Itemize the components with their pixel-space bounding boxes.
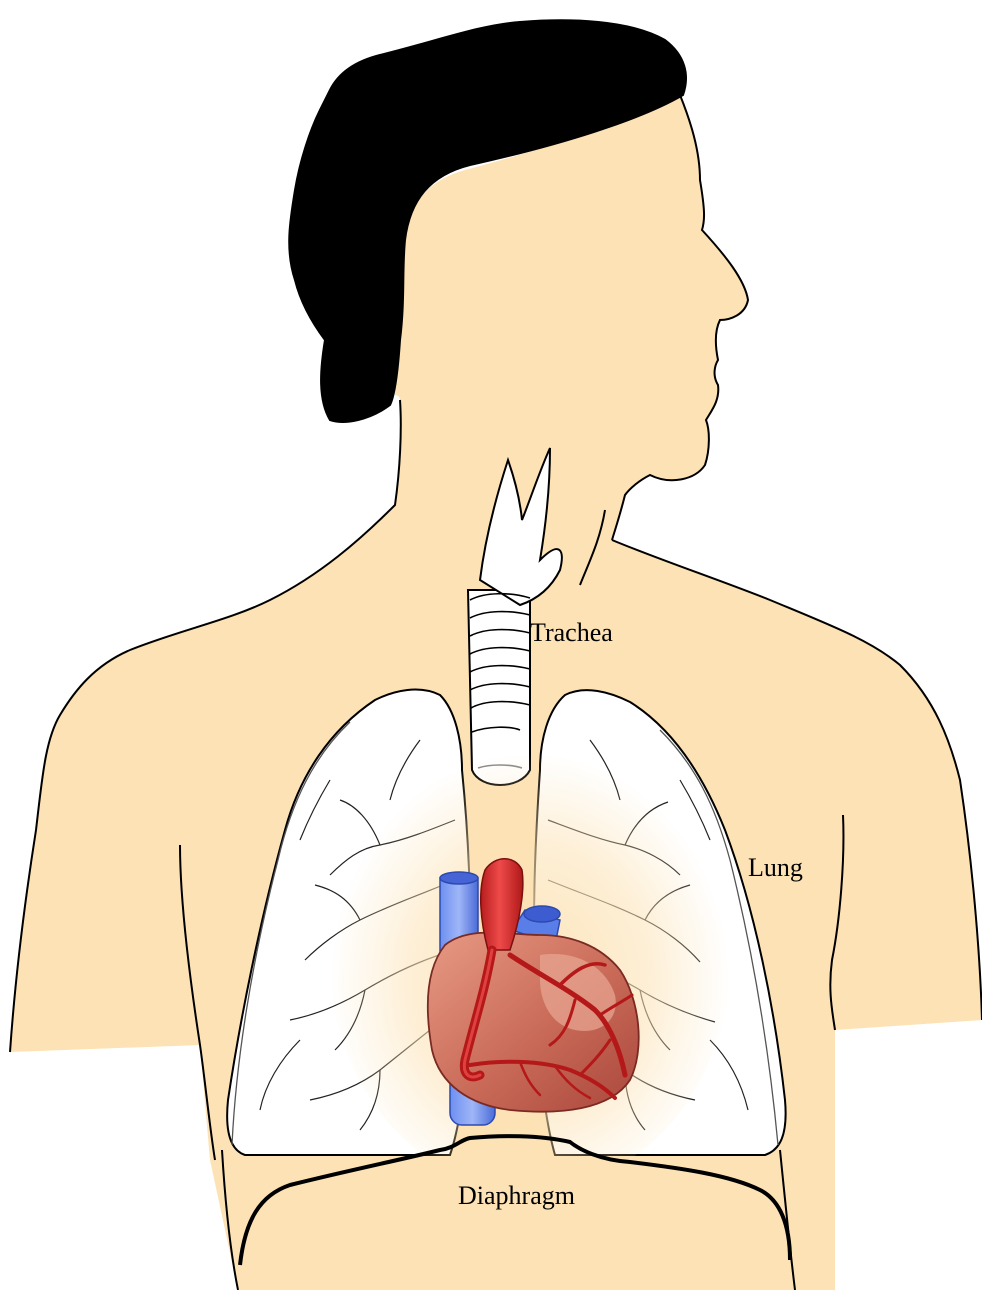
- lung-label: Lung: [748, 855, 803, 881]
- diaphragm-label: Diaphragm: [458, 1183, 575, 1209]
- trachea-label: Trachea: [530, 620, 613, 646]
